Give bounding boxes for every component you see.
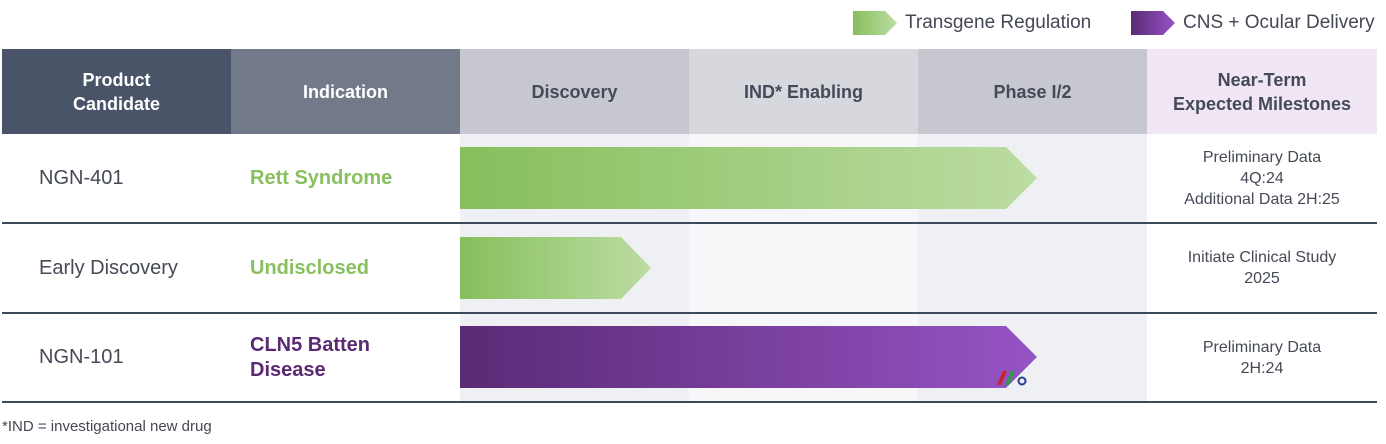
watermark-logo-icon: [997, 371, 1027, 386]
header-product-line1: Product: [82, 69, 151, 90]
header-discovery: Discovery: [460, 49, 689, 134]
candidate-ngn-401: NGN-401: [39, 166, 124, 189]
row-separator: [2, 222, 1377, 224]
header-phase: Phase I/2: [918, 49, 1147, 134]
header-indication: Indication: [231, 49, 460, 134]
indication-line2: Disease: [250, 358, 326, 381]
indication-undisclosed: Undisclosed: [250, 224, 369, 312]
milestone-line: 2025: [1244, 270, 1280, 287]
indication-line1: CLN5 Batten: [250, 333, 371, 356]
legend-cns-swatch: [1131, 11, 1175, 35]
header-product-line2: Candidate: [72, 93, 160, 114]
legend-cns: CNS + Ocular Delivery: [1131, 10, 1375, 36]
row-separator: [2, 312, 1377, 314]
header-ind-enabling: IND* Enabling: [689, 49, 918, 134]
footnote: *IND = investigational new drug: [2, 418, 212, 435]
milestones-ngn-101: Preliminary Data 2H:24: [1147, 314, 1377, 401]
indication-line1: Rett Syndrome: [250, 166, 393, 189]
progress-bar-early-discovery: [460, 237, 651, 299]
indication-line1: Undisclosed: [250, 256, 369, 279]
indication-rett-syndrome: Rett Syndrome: [250, 134, 392, 222]
indication-cln5-batten: CLN5 Batten Disease: [250, 314, 370, 401]
row-separator: [2, 401, 1377, 403]
header-indication-label: Indication: [303, 81, 388, 102]
header-milestones-line1: Near-Term: [1217, 69, 1307, 90]
milestone-line: Preliminary Data: [1202, 148, 1322, 166]
milestone-line: 2H:24: [1240, 359, 1284, 377]
milestones-ngn-401: Preliminary Data 4Q:24 Additional Data 2…: [1147, 134, 1377, 222]
legend-transgene: Transgene Regulation: [853, 10, 1091, 36]
header-ind-enabling-label: IND* Enabling: [743, 81, 863, 102]
legend-transgene-label: Transgene Regulation: [905, 12, 1092, 33]
candidate-early-discovery: Early Discovery: [39, 256, 178, 279]
header-milestones-line2: Expected Milestones: [1172, 93, 1352, 114]
progress-bar-ngn-101: [460, 326, 1037, 388]
milestone-line: 4Q:24: [1240, 169, 1284, 187]
header-phase-label: Phase I/2: [993, 81, 1072, 102]
progress-bar-ngn-401: [460, 147, 1037, 209]
legend-cns-label: CNS + Ocular Delivery: [1183, 12, 1375, 33]
header-discovery-label: Discovery: [531, 81, 618, 102]
milestone-line: Preliminary Data: [1202, 338, 1322, 356]
milestone-line: Initiate Clinical Study: [1187, 249, 1337, 266]
milestones-early-discovery: Initiate Clinical Study 2025: [1147, 224, 1377, 312]
legend-transgene-swatch: [853, 11, 897, 35]
candidate-ngn-101: NGN-101: [39, 346, 124, 368]
milestone-line: Additional Data 2H:25: [1184, 190, 1340, 208]
